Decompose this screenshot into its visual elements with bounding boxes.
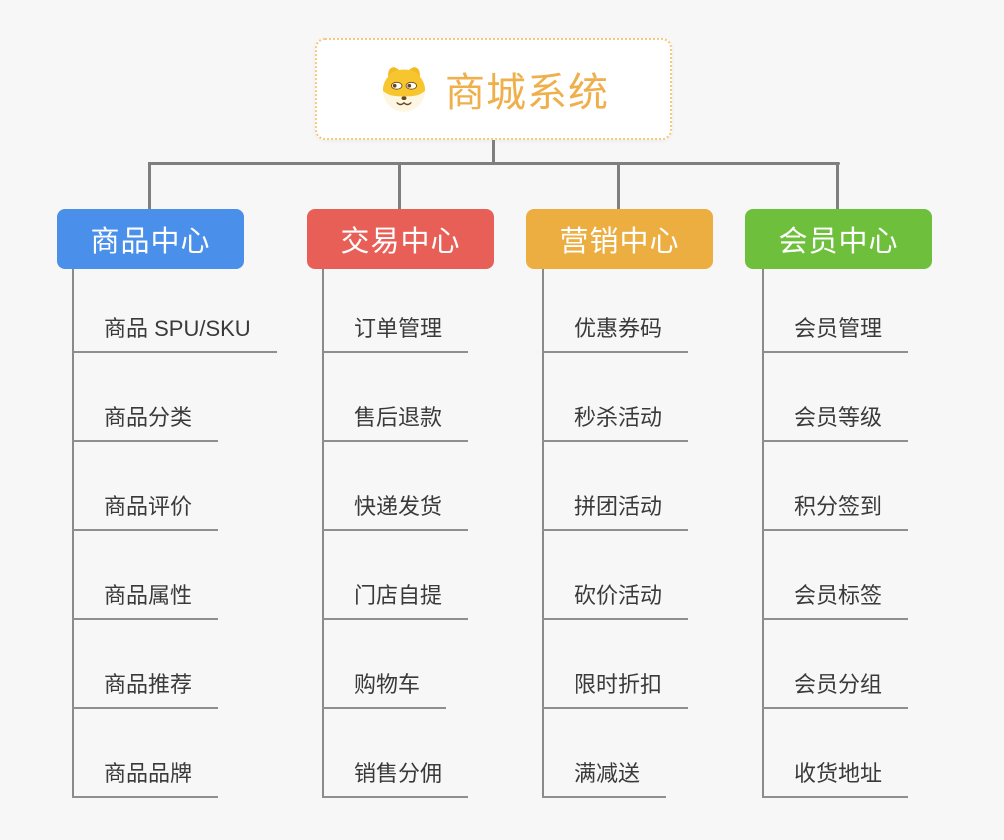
mindmap-node-label: 会员管理 [762, 311, 909, 353]
mindmap-node-label: 商品评价 [72, 489, 219, 531]
mindmap-node-label: 秒杀活动 [542, 400, 689, 442]
mindmap-node-label: 商品 SPU/SKU [72, 311, 277, 353]
doge-icon [378, 63, 430, 115]
mindmap-node[interactable]: 会员管理 [762, 264, 909, 353]
mindmap-node-label: 销售分佣 [322, 756, 469, 798]
mindmap-node-label: 购物车 [322, 667, 447, 709]
mindmap-node[interactable]: 会员等级 [762, 353, 909, 442]
branch-items-trade-center: 订单管理售后退款快递发货门店自提购物车销售分佣 [322, 264, 469, 798]
branch-header-product-center[interactable]: 商品中心 [57, 209, 244, 269]
mindmap-node-label: 商品推荐 [72, 667, 219, 709]
mindmap-node-label: 会员等级 [762, 400, 909, 442]
branch-stem-line [148, 162, 151, 210]
mindmap-node[interactable]: 限时折扣 [542, 620, 689, 709]
mindmap-node-label: 门店自提 [322, 578, 469, 620]
mindmap-node[interactable]: 商品评价 [72, 442, 219, 531]
mindmap-node-label: 售后退款 [322, 400, 469, 442]
root-node-mall-system[interactable]: 商城系统 [315, 38, 672, 140]
mindmap-node-label: 商品分类 [72, 400, 219, 442]
mindmap-node[interactable]: 会员分组 [762, 620, 909, 709]
mindmap-node[interactable]: 积分签到 [762, 442, 909, 531]
mindmap-node-label: 会员分组 [762, 667, 909, 709]
mindmap-node[interactable]: 商品 SPU/SKU [72, 264, 277, 353]
branch-spine-line [762, 269, 764, 798]
mindmap-node[interactable]: 商品推荐 [72, 620, 219, 709]
branch-stem-line [398, 162, 401, 210]
mindmap-node-label: 砍价活动 [542, 578, 689, 620]
branch-header-member-center[interactable]: 会员中心 [745, 209, 932, 269]
branch-header-marketing-center[interactable]: 营销中心 [526, 209, 713, 269]
mindmap-node[interactable]: 商品属性 [72, 531, 219, 620]
mindmap-node-label: 满减送 [542, 756, 667, 798]
root-stem-line [492, 140, 495, 164]
mindmap-node-label: 快递发货 [322, 489, 469, 531]
branch-spine-line [322, 269, 324, 798]
mindmap-node[interactable]: 满减送 [542, 709, 667, 798]
branch-items-product-center: 商品 SPU/SKU 商品分类商品评价商品属性商品推荐商品品牌 [72, 264, 277, 798]
mindmap-node[interactable]: 购物车 [322, 620, 447, 709]
mindmap-node[interactable]: 商品品牌 [72, 709, 219, 798]
branch-spine-line [542, 269, 544, 798]
mindmap-node-label: 拼团活动 [542, 489, 689, 531]
mindmap-node[interactable]: 门店自提 [322, 531, 469, 620]
mindmap-node[interactable]: 砍价活动 [542, 531, 689, 620]
mindmap-node[interactable]: 拼团活动 [542, 442, 689, 531]
mindmap-node[interactable]: 会员标签 [762, 531, 909, 620]
mindmap-node-label: 限时折扣 [542, 667, 689, 709]
mindmap-node-label: 订单管理 [322, 311, 469, 353]
mindmap-node[interactable]: 销售分佣 [322, 709, 469, 798]
mindmap-node[interactable]: 秒杀活动 [542, 353, 689, 442]
mindmap-node-label: 会员标签 [762, 578, 909, 620]
mindmap-node[interactable]: 售后退款 [322, 353, 469, 442]
mindmap-node-label: 优惠券码 [542, 311, 689, 353]
mindmap-node-label: 收货地址 [762, 756, 909, 798]
root-title: 商城系统 [445, 71, 609, 115]
branch-spine-line [72, 269, 74, 798]
mindmap-node[interactable]: 收货地址 [762, 709, 909, 798]
mindmap-node[interactable]: 优惠券码 [542, 264, 689, 353]
mindmap-node[interactable]: 订单管理 [322, 264, 469, 353]
mindmap-node-label: 商品品牌 [72, 756, 219, 798]
branch-bus-line [148, 162, 840, 165]
mindmap-node-label: 积分签到 [762, 489, 909, 531]
mindmap-node[interactable]: 商品分类 [72, 353, 219, 442]
branch-items-member-center: 会员管理会员等级积分签到会员标签会员分组收货地址 [762, 264, 909, 798]
branch-stem-line [836, 162, 839, 210]
branch-items-marketing-center: 优惠券码秒杀活动拼团活动砍价活动限时折扣满减送 [542, 264, 689, 798]
branch-header-trade-center[interactable]: 交易中心 [307, 209, 494, 269]
mindmap-node-label: 商品属性 [72, 578, 219, 620]
branch-stem-line [617, 162, 620, 210]
mindmap-node[interactable]: 快递发货 [322, 442, 469, 531]
